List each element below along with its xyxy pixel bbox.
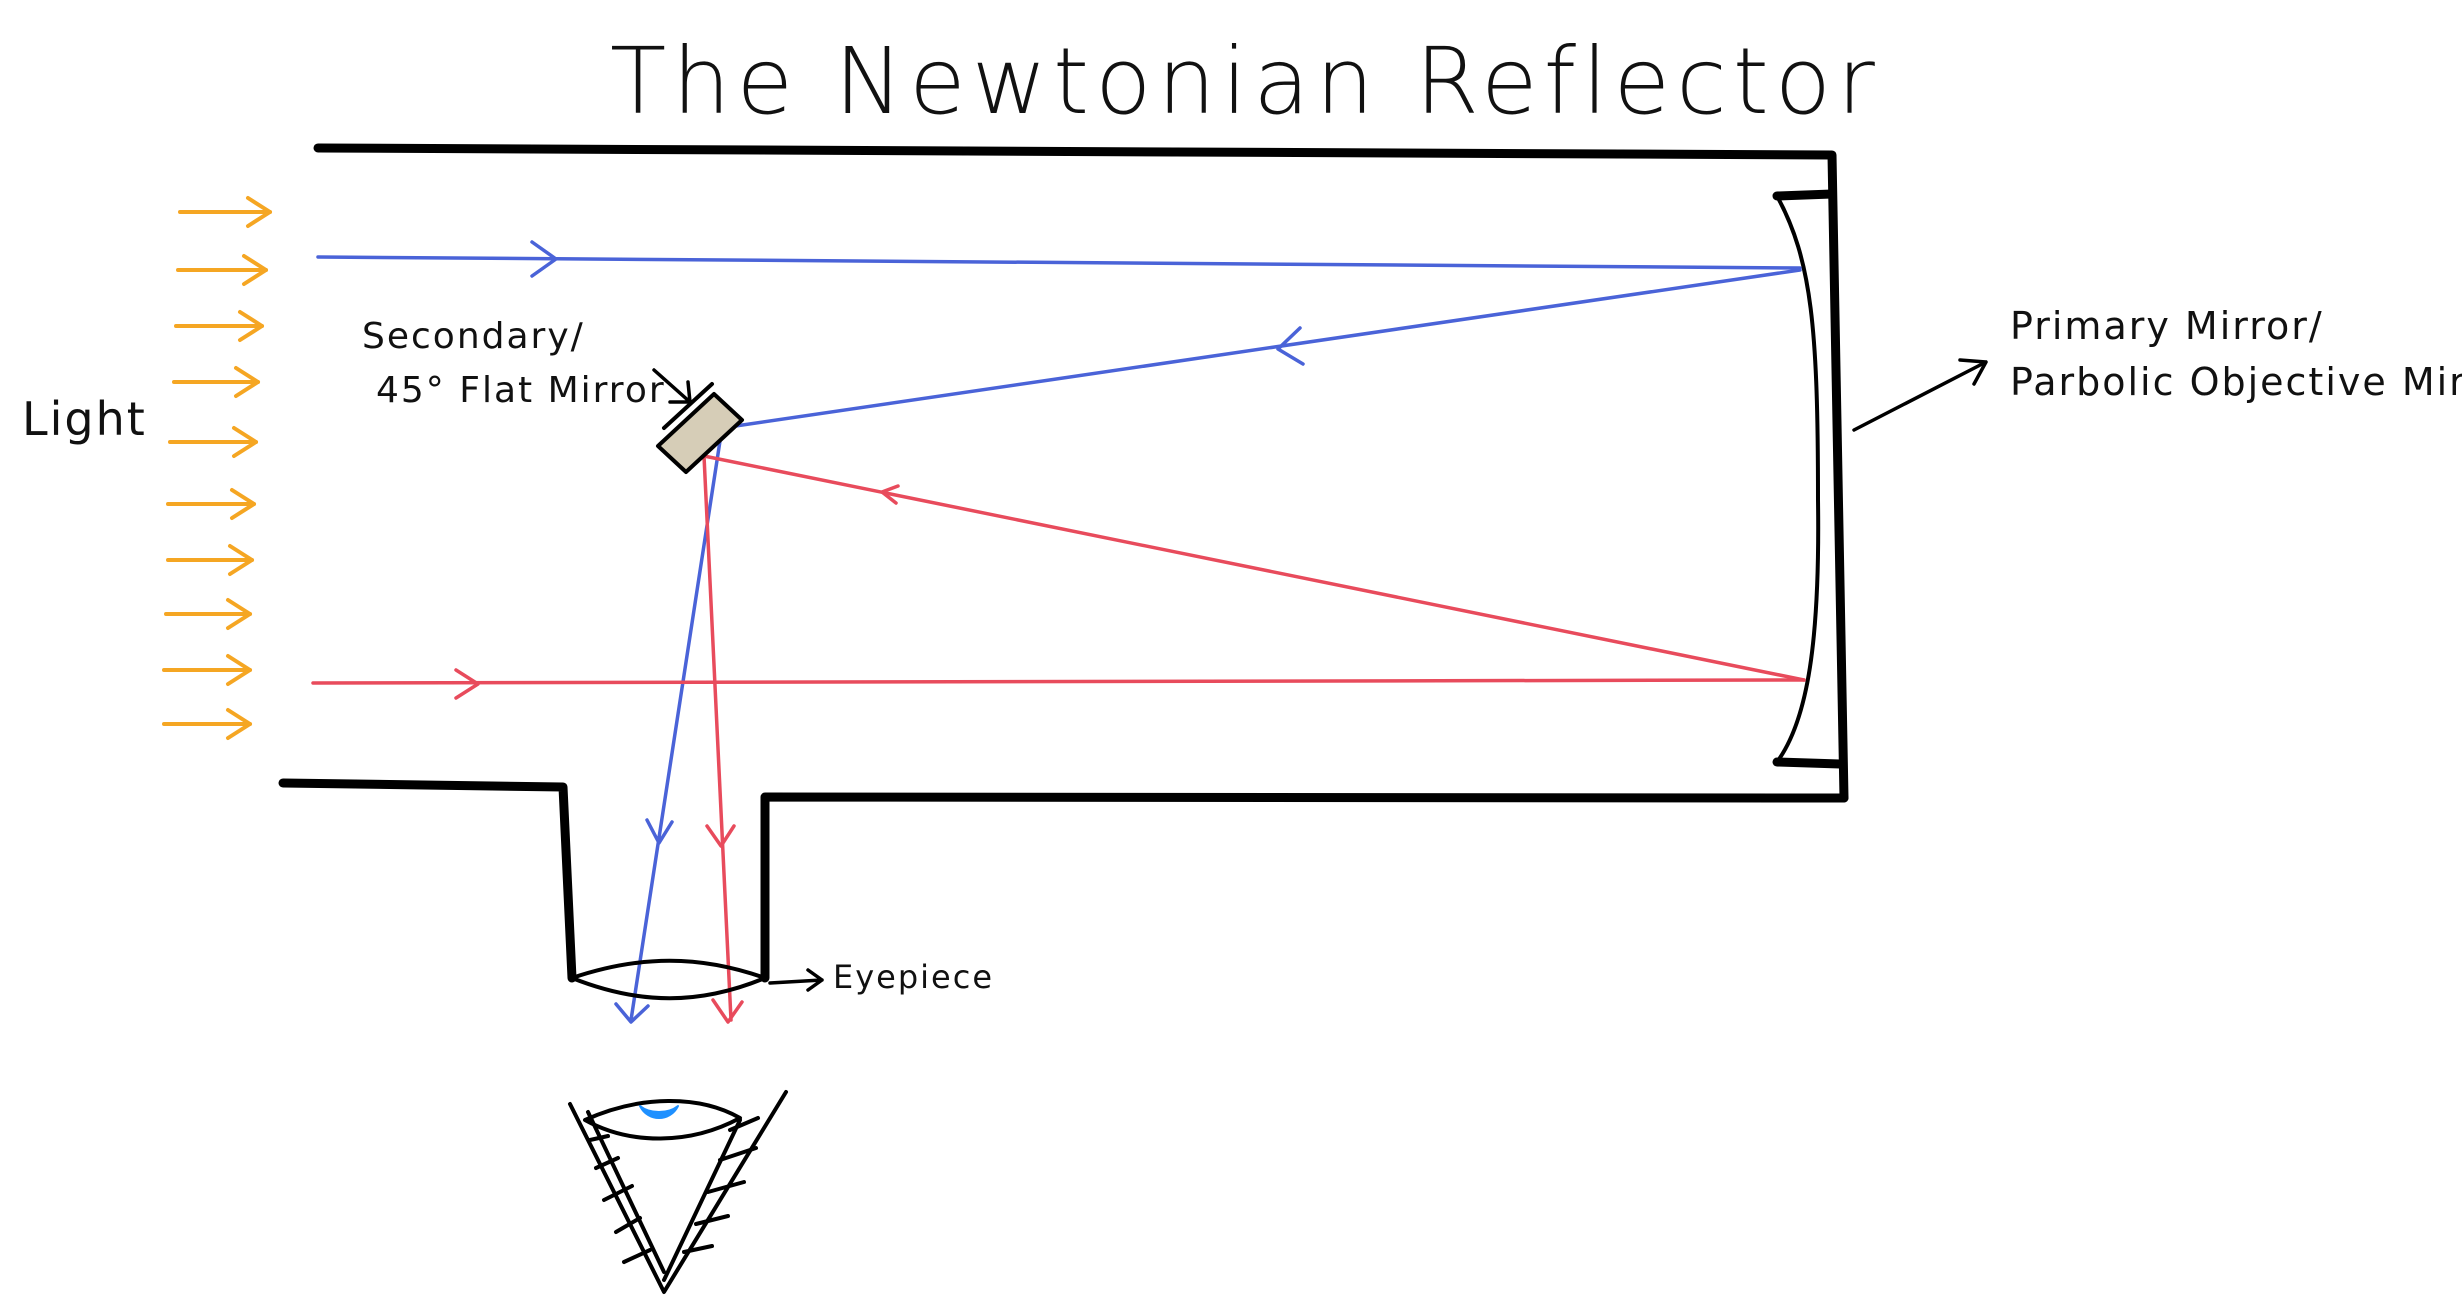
- light-arrow: [172, 366, 260, 398]
- telescope-tube: [278, 143, 1849, 983]
- tube-bottom-wall-right: [760, 792, 1849, 983]
- light-arrow: [174, 310, 264, 342]
- eyepiece-pointer-arrow: [768, 968, 824, 992]
- light-arrow: [178, 196, 272, 228]
- primary-label-line1: Primary Mirror/: [2010, 304, 2324, 348]
- incoming-light-arrows: [162, 196, 272, 740]
- blue-ray-arrowhead: [645, 818, 674, 845]
- light-arrow: [176, 254, 268, 286]
- red-ray: [311, 454, 1806, 1024]
- eye-icon: [568, 1090, 788, 1294]
- eyepiece-lens: [570, 958, 767, 1001]
- tube-top-wall: [313, 143, 1849, 803]
- tube-bottom-wall-left: [278, 778, 577, 983]
- mirror-cell-bottom-bracket: [1772, 757, 1845, 769]
- primary-label-line2: Parbolic Objective Mirror: [2010, 360, 2462, 404]
- blue-ray-arrowhead: [614, 1002, 650, 1024]
- light-label: Light: [22, 392, 147, 446]
- secondary-pointer-arrow: [652, 368, 692, 404]
- light-arrow: [162, 708, 252, 740]
- light-arrow: [166, 488, 256, 520]
- eyepiece-label: Eyepiece: [833, 958, 995, 996]
- red-ray-arrowhead: [705, 824, 736, 848]
- mirror-cell-top-bracket: [1772, 189, 1837, 201]
- blue-ray-arrowhead: [1276, 326, 1305, 366]
- light-arrow: [164, 598, 252, 630]
- secondary-mirror: [656, 382, 744, 474]
- primary-mirror: [1775, 194, 1821, 764]
- secondary-mirror-label: Secondary/ 45° Flat Mirror: [362, 310, 666, 418]
- primary-pointer-arrow: [1852, 358, 1988, 432]
- red-ray-arrowhead: [711, 998, 744, 1024]
- light-arrow: [168, 426, 258, 458]
- secondary-label-line1: Secondary/: [362, 316, 585, 357]
- eye-iris: [639, 1105, 679, 1119]
- blue-ray-arrowhead: [530, 240, 558, 278]
- red-ray-arrowhead: [454, 668, 480, 700]
- diagram-title: The Newtonian Reflector: [610, 28, 1881, 135]
- light-arrow: [162, 654, 252, 686]
- primary-mirror-label: Primary Mirror/ Parbolic Objective Mirro…: [2010, 298, 2462, 410]
- light-arrow: [166, 544, 254, 576]
- red-ray-arrowhead: [880, 484, 900, 505]
- secondary-label-line2: 45° Flat Mirror: [376, 370, 666, 411]
